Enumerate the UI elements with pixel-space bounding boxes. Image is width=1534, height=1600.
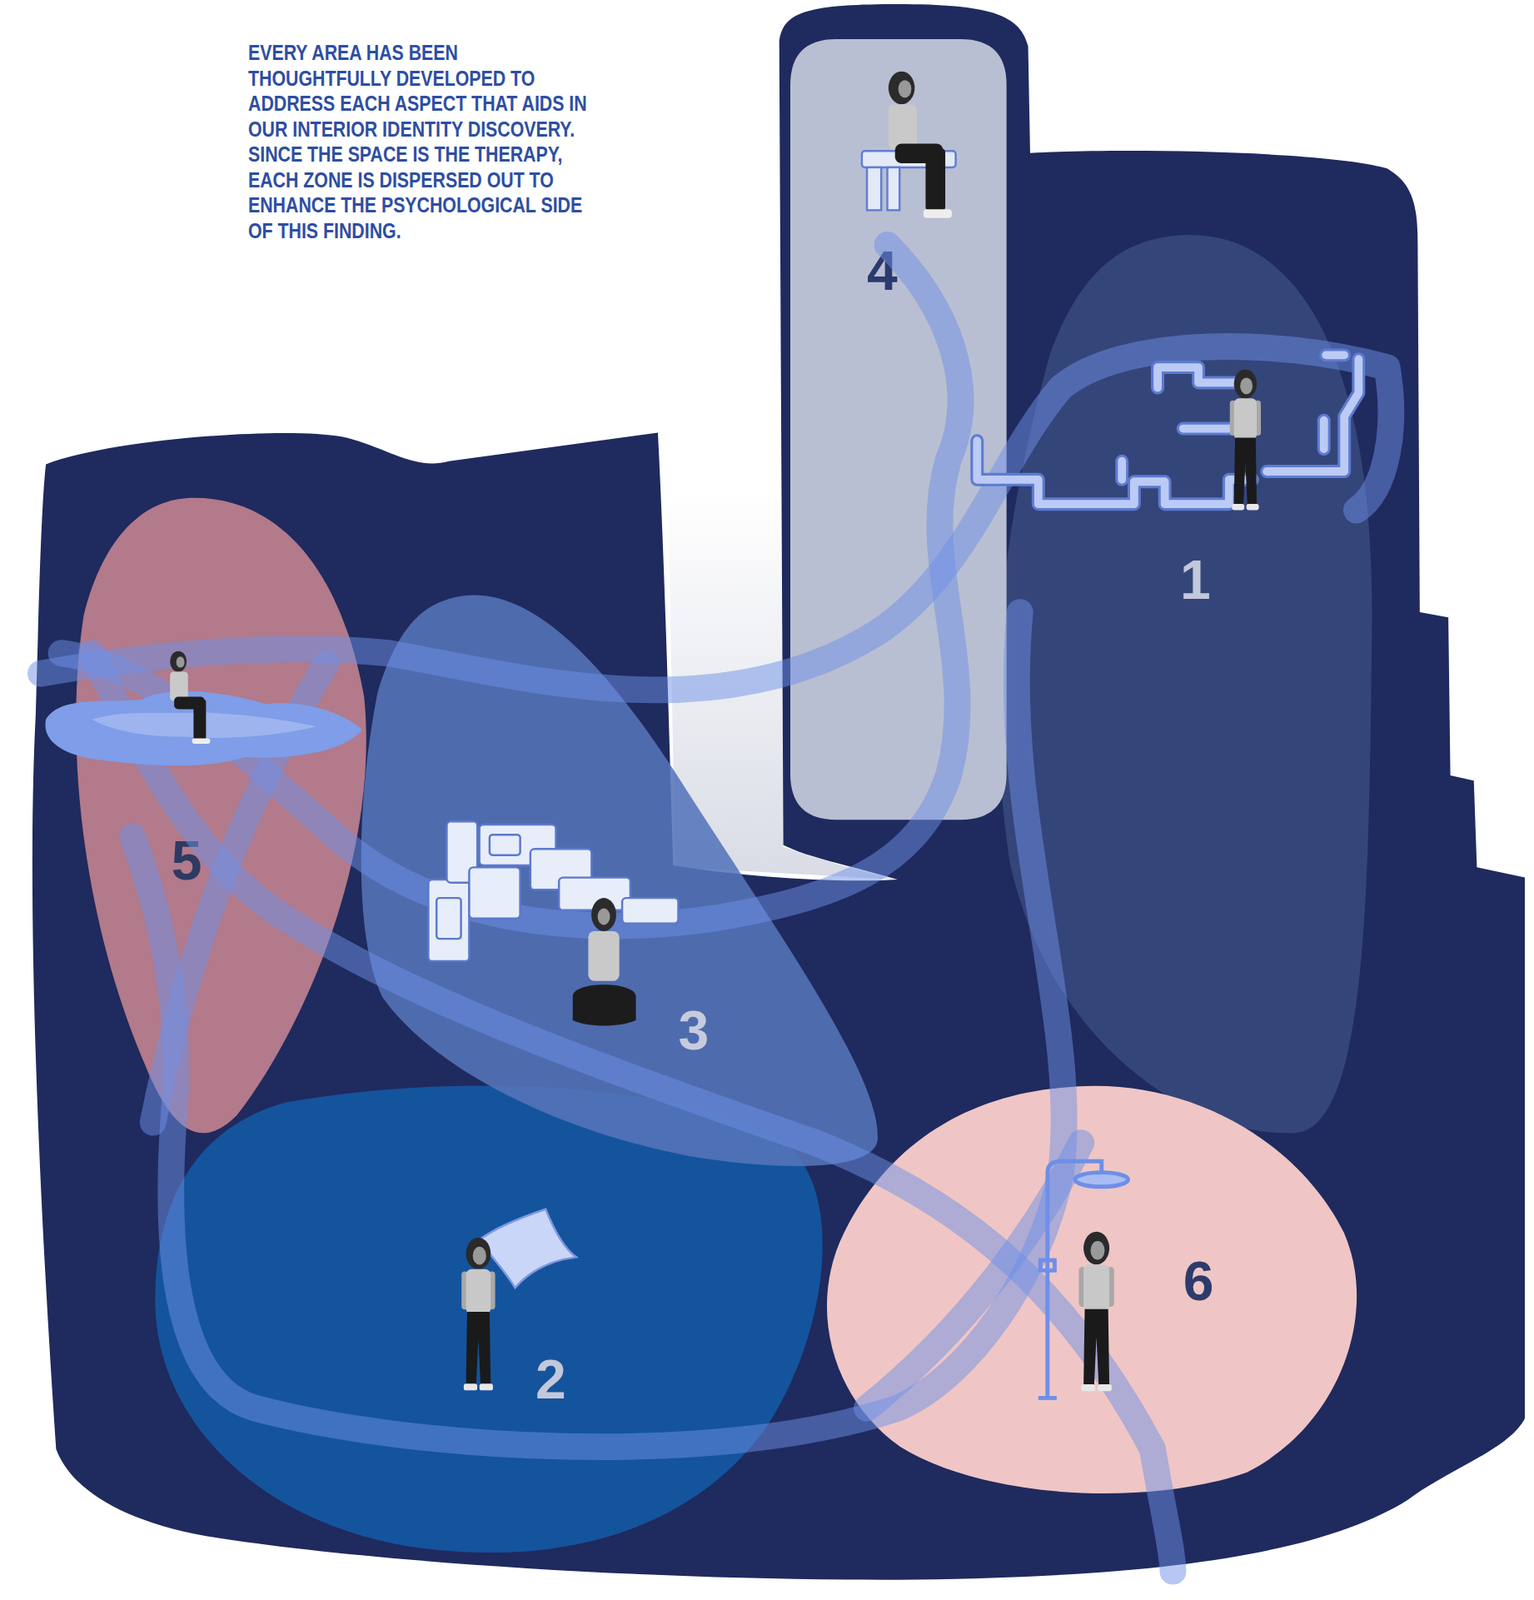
bench (861, 150, 957, 210)
zone-outline (826, 1085, 1357, 1494)
intro-note: EVERY AREA HAS BEEN THOUGHTFULLY DEVELOP… (248, 39, 590, 244)
person-figure (169, 651, 210, 744)
bench-leg (866, 167, 882, 210)
brush-path (91, 652, 1173, 1572)
person-figure (572, 897, 637, 1026)
block (446, 821, 478, 883)
shower-head (1075, 1172, 1129, 1187)
pipe-fill (976, 354, 1359, 504)
pipe-outline (976, 354, 1359, 504)
block (479, 824, 557, 866)
block (468, 866, 520, 918)
person-figure (461, 1237, 495, 1390)
shower-valve (1040, 1260, 1055, 1271)
zone-area: 1 (989, 229, 1377, 1138)
cloud-texture (91, 712, 316, 738)
block (622, 897, 678, 924)
zone-number: 5 (171, 832, 203, 888)
zone-shape (818, 1079, 1365, 1493)
zone-number: 6 (1183, 1253, 1215, 1309)
fabric-sheet (479, 1209, 577, 1288)
zone-shape (63, 493, 369, 1141)
zone-outline (75, 498, 366, 1134)
block-sculpture (428, 821, 678, 962)
circulation-strokes (40, 244, 1391, 1572)
brush-path (40, 346, 1391, 690)
zone-number: 3 (677, 1002, 709, 1058)
block (558, 877, 631, 911)
block (530, 848, 592, 890)
bench-leg (928, 167, 943, 199)
zone-number: 2 (535, 1351, 567, 1407)
floor-plan-blob (32, 4, 1525, 1580)
shower (1038, 1160, 1129, 1398)
shower-base (1038, 1395, 1057, 1400)
block-detail (489, 834, 521, 856)
zone-outline (997, 234, 1373, 1134)
cloud-shape (44, 691, 362, 766)
brush-path (60, 244, 961, 926)
pipe-sculpture (976, 354, 1359, 504)
zone-number: 4 (866, 243, 898, 299)
shower-pipe (1047, 1160, 1102, 1398)
zone-number: 1 (1180, 552, 1211, 608)
zone-area: 5 (63, 493, 369, 1141)
zone-area: 6 (818, 1079, 1365, 1493)
brush-path (153, 662, 327, 1122)
zone-shape (989, 229, 1377, 1138)
zone-area: 4 (790, 39, 1007, 820)
person-figure (1078, 1231, 1114, 1392)
block-detail (436, 897, 461, 939)
person-figure (888, 71, 952, 219)
bench-leg (887, 167, 901, 210)
cloud-seat (44, 691, 362, 766)
brush-path (132, 612, 1064, 1447)
zone-outline (790, 39, 1007, 820)
bench-seat (861, 150, 957, 168)
zone-shape (790, 39, 1007, 820)
block (428, 879, 469, 962)
person-figure (1230, 368, 1261, 510)
brush-path (866, 1142, 1081, 1409)
